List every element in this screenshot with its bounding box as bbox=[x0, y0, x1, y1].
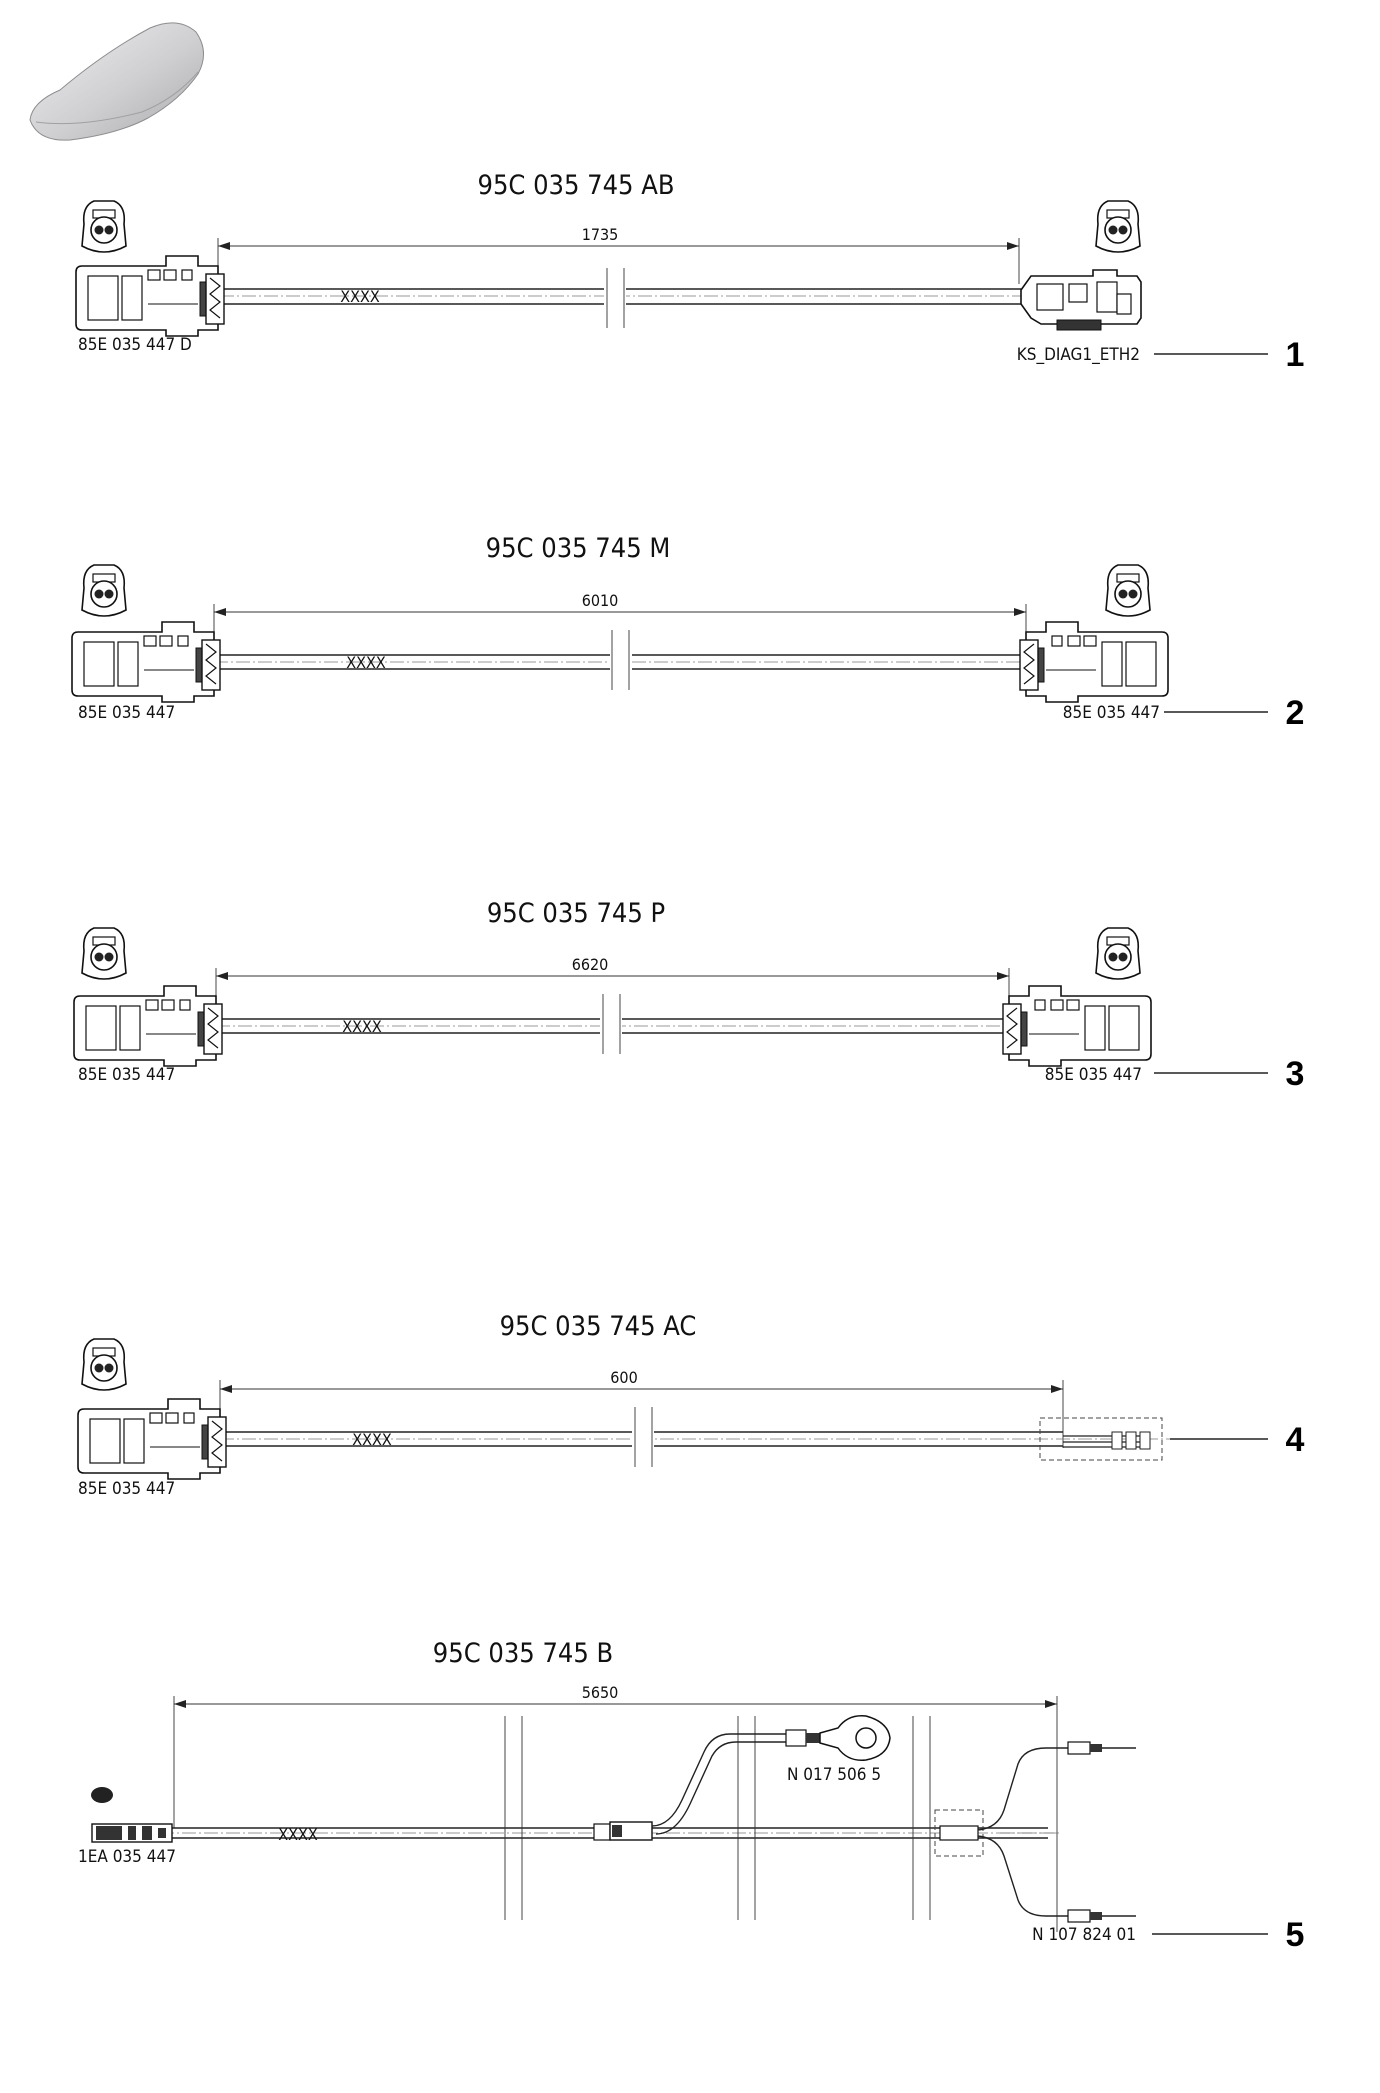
connector-face-icon bbox=[81, 927, 127, 980]
harness-2: 95C 035 745 M 6010 XXXX 85E 035 447 85E … bbox=[71, 533, 1305, 732]
grommet-icon bbox=[91, 1787, 113, 1803]
harness-5: 95C 035 745 B 5650 XXXX bbox=[78, 1638, 1304, 1954]
wire-terminal-top bbox=[1067, 1741, 1136, 1755]
harness-1-left-part: 85E 035 447 D bbox=[78, 335, 192, 355]
harness-5-length: 5650 bbox=[582, 1683, 619, 1702]
connector-face-icon bbox=[81, 200, 127, 253]
harness-5-eyelet-part: N 017 506 5 bbox=[787, 1765, 881, 1785]
harness-1-length: 1735 bbox=[582, 225, 619, 244]
wire-terminal-bottom bbox=[1067, 1909, 1136, 1923]
harness-2-length: 6010 bbox=[582, 591, 619, 610]
harness-4: 95C 035 745 AC 600 XXXX 85E 035 447 4 bbox=[77, 1311, 1305, 1499]
plug-connector-left bbox=[91, 1823, 173, 1843]
item-number-4: 4 bbox=[1286, 1421, 1305, 1459]
plug-connector-right bbox=[1019, 621, 1169, 703]
harness-1-cable-mark: XXXX bbox=[340, 287, 380, 306]
harness-1-title: 95C 035 745 AB bbox=[478, 170, 675, 201]
item-number-3: 3 bbox=[1286, 1055, 1305, 1093]
connector-face-icon bbox=[81, 1338, 127, 1391]
harness-4-cable-mark: XXXX bbox=[352, 1430, 392, 1449]
harness-3-cable-mark: XXXX bbox=[342, 1017, 382, 1036]
harness-5-right-part: N 107 824 01 bbox=[1032, 1925, 1136, 1945]
harness-4-length: 600 bbox=[610, 1368, 637, 1387]
plug-connector-left bbox=[73, 985, 223, 1067]
harness-2-title: 95C 035 745 M bbox=[486, 533, 671, 564]
plug-connector-right bbox=[1002, 985, 1152, 1067]
ring-eyelet bbox=[785, 1715, 891, 1761]
harness-4-left-part: 85E 035 447 bbox=[78, 1479, 175, 1499]
harness-5-title: 95C 035 745 B bbox=[433, 1638, 613, 1669]
plug-connector-left bbox=[71, 621, 221, 703]
plug-connector-left bbox=[77, 1398, 227, 1480]
harness-3-left-part: 85E 035 447 bbox=[78, 1065, 175, 1085]
item-number-1: 1 bbox=[1286, 336, 1305, 374]
open-wire-ends bbox=[1039, 1417, 1163, 1461]
connector-face-icon bbox=[1095, 200, 1141, 253]
harness-3: 95C 035 745 P 6620 XXXX 85E 035 447 85E … bbox=[73, 898, 1305, 1093]
harness-5-cable-mark: XXXX bbox=[278, 1825, 318, 1844]
plug-connector-right bbox=[1020, 269, 1142, 331]
harness-3-length: 6620 bbox=[572, 955, 609, 974]
harness-2-right-part: 85E 035 447 bbox=[1063, 703, 1160, 723]
harness-3-right-part: 85E 035 447 bbox=[1045, 1065, 1142, 1085]
harness-3-title: 95C 035 745 P bbox=[487, 898, 665, 929]
harness-5-left-part: 1EA 035 447 bbox=[78, 1847, 176, 1867]
item-number-5: 5 bbox=[1286, 1916, 1305, 1954]
connector-face-icon bbox=[81, 564, 127, 617]
harness-2-left-part: 85E 035 447 bbox=[78, 703, 175, 723]
splice-connector bbox=[593, 1821, 653, 1841]
harness-4-title: 95C 035 745 AC bbox=[500, 1311, 697, 1342]
car-silhouette-icon bbox=[29, 22, 204, 141]
connector-face-icon bbox=[1095, 927, 1141, 980]
item-number-2: 2 bbox=[1286, 694, 1305, 732]
plug-connector-left bbox=[75, 255, 225, 337]
harness-1-right-part: KS_DIAG1_ETH2 bbox=[1017, 345, 1140, 365]
harness-1: 95C 035 745 AB 1735 XXXX 85E 035 447 D K… bbox=[75, 170, 1305, 374]
connector-face-icon bbox=[1105, 564, 1151, 617]
harness-2-cable-mark: XXXX bbox=[346, 653, 386, 672]
